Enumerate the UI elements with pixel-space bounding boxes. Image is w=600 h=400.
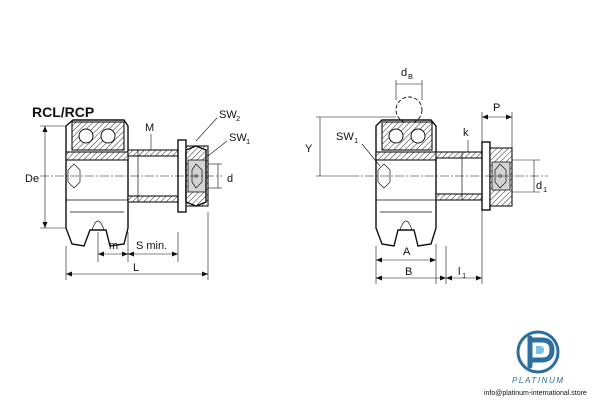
- right-view: d B: [305, 67, 548, 284]
- leader-sw1: SW 1: [207, 132, 250, 157]
- label-d: d: [227, 173, 233, 185]
- right-db-circle: [395, 96, 423, 124]
- label-m-upper: M: [145, 122, 154, 134]
- svg-text:d: d: [536, 180, 542, 192]
- brand-name: PLATINUM: [512, 376, 565, 385]
- leader-sw2: SW 2: [195, 109, 240, 142]
- svg-text:A: A: [403, 246, 411, 258]
- left-upper-ball-2: [100, 128, 116, 144]
- dimension-a: A: [375, 244, 437, 284]
- svg-text:SW: SW: [229, 132, 247, 144]
- dimension-p: P: [481, 102, 513, 148]
- left-view-title: RCL/RCP: [32, 104, 94, 120]
- logo-accent-icon: [536, 346, 544, 354]
- svg-text:d: d: [401, 67, 407, 79]
- left-upper-ball: [78, 128, 94, 144]
- svg-text:1: 1: [246, 137, 250, 146]
- dimension-m-s: m S min.: [97, 232, 179, 262]
- left-roller: [65, 119, 129, 247]
- dimension-d: d: [208, 163, 233, 189]
- dimension-b-l1: B l 1: [376, 210, 483, 284]
- svg-text:B: B: [405, 266, 412, 278]
- dimension-de: De: [25, 125, 66, 229]
- left-view: RCL/RCP: [25, 104, 250, 280]
- svg-text:2: 2: [236, 114, 240, 123]
- dimension-db: d B: [395, 67, 423, 100]
- svg-text:B: B: [408, 72, 413, 81]
- brand-logo: PLATINUM: [512, 330, 565, 385]
- svg-text:SW: SW: [219, 109, 237, 121]
- label-m: m: [109, 240, 118, 252]
- svg-text:SW: SW: [336, 131, 354, 143]
- right-nut: [481, 141, 513, 211]
- logo-p-icon: [527, 335, 555, 369]
- dimension-d1: d 1: [512, 159, 547, 194]
- dimension-y: Y: [305, 116, 396, 177]
- left-stud: [127, 134, 179, 203]
- label-l: L: [133, 262, 139, 274]
- right-roller: [375, 119, 437, 247]
- label-y: Y: [305, 143, 313, 155]
- svg-text:1: 1: [354, 136, 358, 145]
- svg-text:1: 1: [543, 185, 547, 194]
- leader-right-sw1: SW 1: [336, 131, 381, 167]
- label-de: De: [25, 173, 39, 185]
- svg-text:l: l: [458, 266, 460, 278]
- svg-text:k: k: [463, 127, 469, 139]
- brand-url: info@platinum-international.store: [484, 390, 587, 397]
- svg-text:P: P: [493, 102, 500, 114]
- dimension-k: k: [463, 127, 469, 152]
- dimension-l: L: [65, 212, 209, 280]
- svg-text:1: 1: [462, 271, 466, 280]
- label-s-min: S min.: [136, 240, 167, 252]
